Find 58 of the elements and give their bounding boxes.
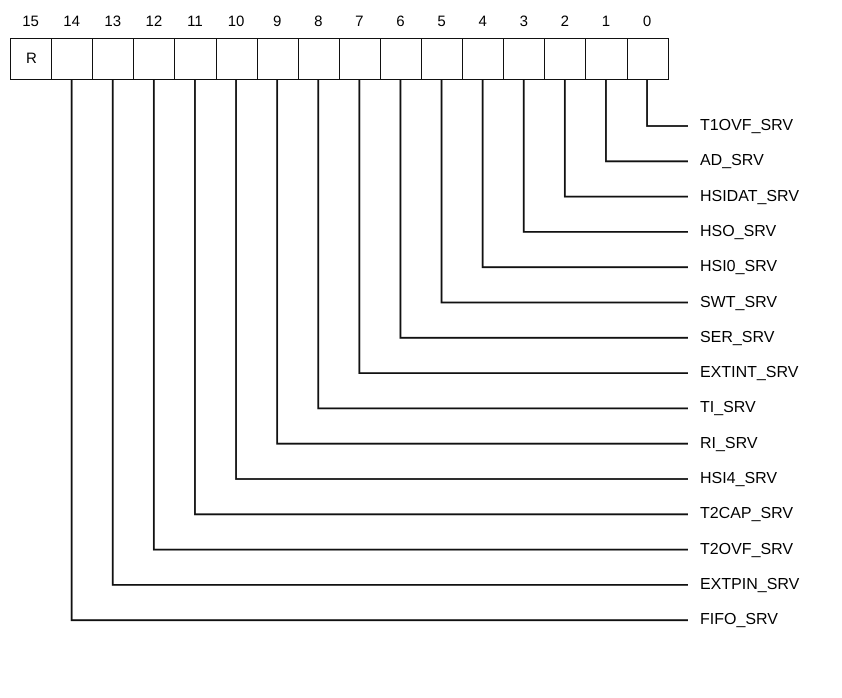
leader-line bbox=[605, 80, 688, 162]
leader-line bbox=[482, 80, 688, 268]
bit-number: 10 bbox=[226, 14, 246, 29]
signal-name: HSI4_SRV bbox=[700, 469, 778, 489]
signal-name: T2CAP_SRV bbox=[700, 504, 794, 524]
bit-number: 7 bbox=[354, 14, 365, 29]
bit-number: 4 bbox=[477, 14, 488, 29]
bit-number: 2 bbox=[560, 14, 570, 29]
bit-number: 11 bbox=[186, 14, 204, 29]
bit-number: 13 bbox=[103, 14, 122, 29]
signal-name: RI_SRV bbox=[700, 434, 758, 454]
bit-number: 9 bbox=[272, 14, 282, 29]
leader-line bbox=[358, 80, 688, 374]
leader-line bbox=[522, 80, 688, 233]
bit-number: 14 bbox=[62, 14, 81, 29]
leader-line bbox=[317, 80, 688, 410]
signal-name: TI_SRV bbox=[700, 398, 756, 418]
bit-number: 8 bbox=[313, 14, 324, 29]
register-bit-cell bbox=[421, 38, 464, 80]
bit-number: 3 bbox=[518, 14, 529, 29]
signal-name: T2OVF_SRV bbox=[700, 540, 794, 560]
register-bit-cell bbox=[174, 38, 218, 80]
register-bit-cell bbox=[544, 38, 588, 80]
signal-name: HSI0_SRV bbox=[700, 257, 778, 278]
signal-name: AD_SRV bbox=[700, 151, 764, 172]
signal-name: SER_SRV bbox=[700, 328, 774, 348]
leader-line bbox=[646, 80, 688, 127]
register-bit-cell bbox=[51, 38, 94, 80]
register-bit-cell bbox=[298, 38, 341, 80]
bit-number: 0 bbox=[642, 14, 652, 29]
register-bit-cell bbox=[133, 38, 176, 80]
register-bit-cell bbox=[380, 38, 423, 80]
bit-number: 15 bbox=[21, 14, 40, 29]
register-bit-cell bbox=[503, 38, 546, 80]
leader-line bbox=[276, 80, 688, 445]
register-bit-cell bbox=[338, 38, 382, 80]
leader-line bbox=[400, 80, 688, 339]
signal-name: EXTINT_SRV bbox=[700, 363, 798, 384]
leader-line bbox=[564, 80, 688, 198]
bit-number: 5 bbox=[436, 14, 447, 29]
register-bit-cell bbox=[216, 38, 258, 80]
signal-name: HSO_SRV bbox=[700, 222, 776, 242]
register-bit-cell: R bbox=[10, 38, 53, 80]
register-bit-cell bbox=[92, 38, 136, 80]
bit-number: 1 bbox=[600, 14, 612, 29]
leader-line bbox=[440, 80, 688, 304]
bit-number: 12 bbox=[144, 14, 164, 29]
register-bit-cell bbox=[256, 38, 300, 80]
bit-number: 6 bbox=[395, 14, 406, 29]
register-bit-cell bbox=[585, 38, 628, 80]
signal-name: T1OVF_SRV bbox=[700, 116, 794, 136]
signal-name: SWT_SRV bbox=[700, 292, 778, 312]
signal-name: FIFO_SRV bbox=[700, 610, 778, 630]
signal-name: EXTPIN_SRV bbox=[700, 574, 800, 595]
register-bit-cell bbox=[626, 38, 670, 80]
signal-name: HSIDAT_SRV bbox=[700, 186, 799, 207]
register-bit-cell bbox=[462, 38, 505, 80]
leader-line bbox=[235, 80, 688, 480]
